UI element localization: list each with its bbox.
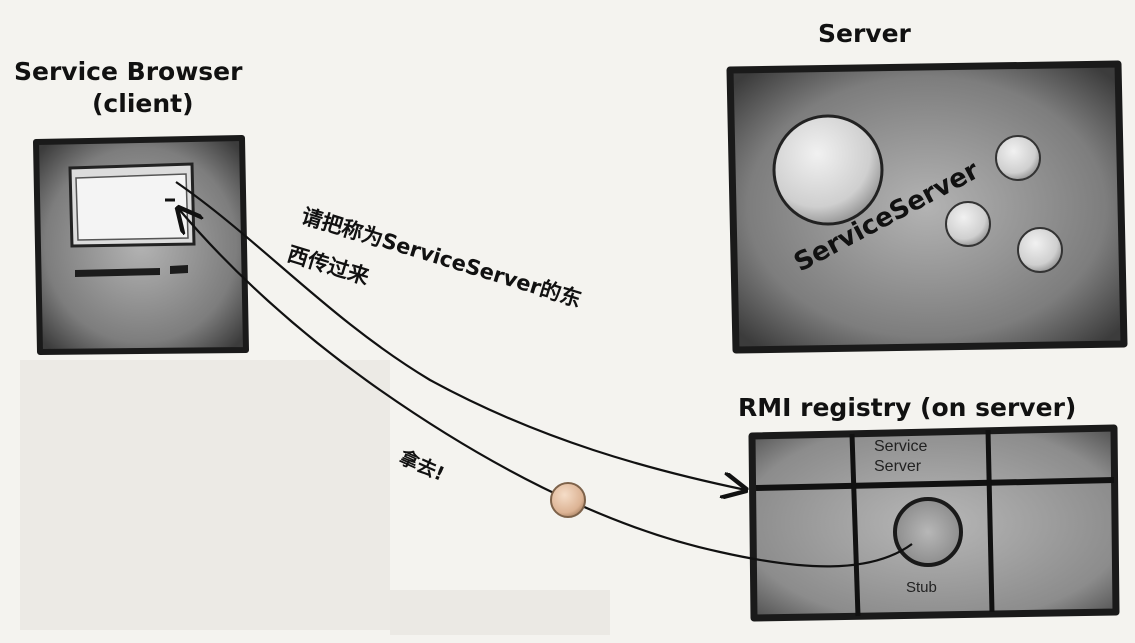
background-smudge: [20, 360, 390, 630]
client-title-line2: (client): [92, 89, 194, 118]
registry-cell-label-line2: Server: [874, 458, 922, 475]
registry-title: RMI registry (on server): [738, 393, 1076, 422]
background-smudge: [390, 590, 610, 635]
stub-icon: [893, 497, 963, 567]
response-arrow: [178, 208, 913, 568]
client-title-line1: Service Browser: [14, 57, 243, 86]
request-text-line2: 西传过来: [285, 242, 373, 290]
client-computer-icon: [33, 135, 249, 355]
registry-cell-label-line1: Service: [874, 438, 927, 455]
request-arrow: [175, 181, 746, 490]
traveling-stub-icon: [550, 482, 586, 518]
response-text: 拿去!: [395, 445, 448, 485]
stub-label: Stub: [906, 579, 937, 596]
server-title: Server: [818, 19, 912, 48]
server-box-icon: [726, 60, 1128, 354]
